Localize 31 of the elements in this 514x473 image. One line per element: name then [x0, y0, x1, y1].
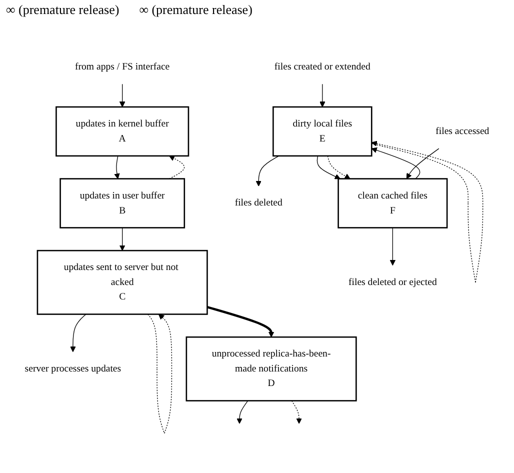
- note-label: ∞ (premature release): [139, 2, 252, 18]
- node-text: files created or extended: [274, 62, 370, 72]
- arrow: [371, 147, 420, 180]
- arrow: [70, 314, 86, 352]
- node-text: files deleted: [234, 198, 282, 208]
- node-text: files deleted or ejected: [348, 277, 437, 288]
- node-box: updates in user buffer B: [60, 178, 186, 228]
- arrow: [256, 156, 280, 186]
- arrow: [236, 400, 248, 424]
- arrow: [371, 140, 484, 283]
- arrow: [327, 156, 350, 180]
- node-text: from apps / FS interface: [75, 62, 170, 72]
- arrow: [390, 227, 396, 266]
- node-box: unprocessed replica-has-been-made notifications D: [186, 336, 357, 402]
- arrow: [114, 156, 120, 180]
- node-box: updates in kernel buffer A: [56, 106, 190, 157]
- node-text: files accessed: [436, 126, 490, 136]
- note-label: ∞ (premature release): [6, 2, 120, 18]
- arrow: [320, 84, 326, 108]
- arrow: [119, 227, 126, 251]
- node-text: server processes updates: [24, 364, 122, 374]
- arrow: [119, 84, 126, 108]
- node-box: dirty local files E: [272, 106, 372, 157]
- arrow: [291, 400, 302, 424]
- node-box: clean cached files F: [338, 178, 448, 228]
- arrow: [206, 306, 274, 338]
- arrow: [168, 156, 185, 180]
- node-box: updates sent to server but not acked C: [36, 250, 208, 315]
- arrow: [316, 156, 340, 180]
- arrow: [148, 314, 172, 434]
- arrow: [406, 148, 440, 180]
